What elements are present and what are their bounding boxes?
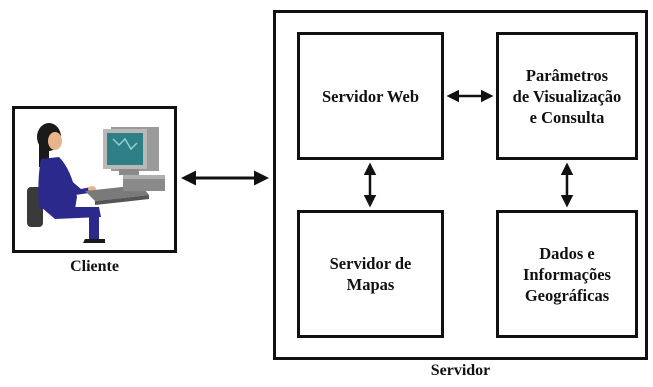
map-server-label: Servidor de Mapas <box>329 254 412 294</box>
web-server-label: Servidor Web <box>321 86 420 106</box>
client-label: Cliente <box>70 258 119 275</box>
web-server-box: Servidor Web <box>297 32 444 160</box>
client-box <box>12 106 177 253</box>
map-server-box: Servidor de Mapas <box>297 210 444 338</box>
person-at-computer-icon <box>27 123 165 243</box>
geo-data-box: Dados e Informações Geográficas <box>496 210 638 338</box>
visualization-params-box: Parâmetros de Visualização e Consulta <box>496 32 638 160</box>
geo-data-label: Dados e Informações Geográficas <box>523 243 611 305</box>
server-label: Servidor <box>430 362 491 379</box>
visualization-params-label: Parâmetros de Visualização e Consulta <box>512 65 622 127</box>
